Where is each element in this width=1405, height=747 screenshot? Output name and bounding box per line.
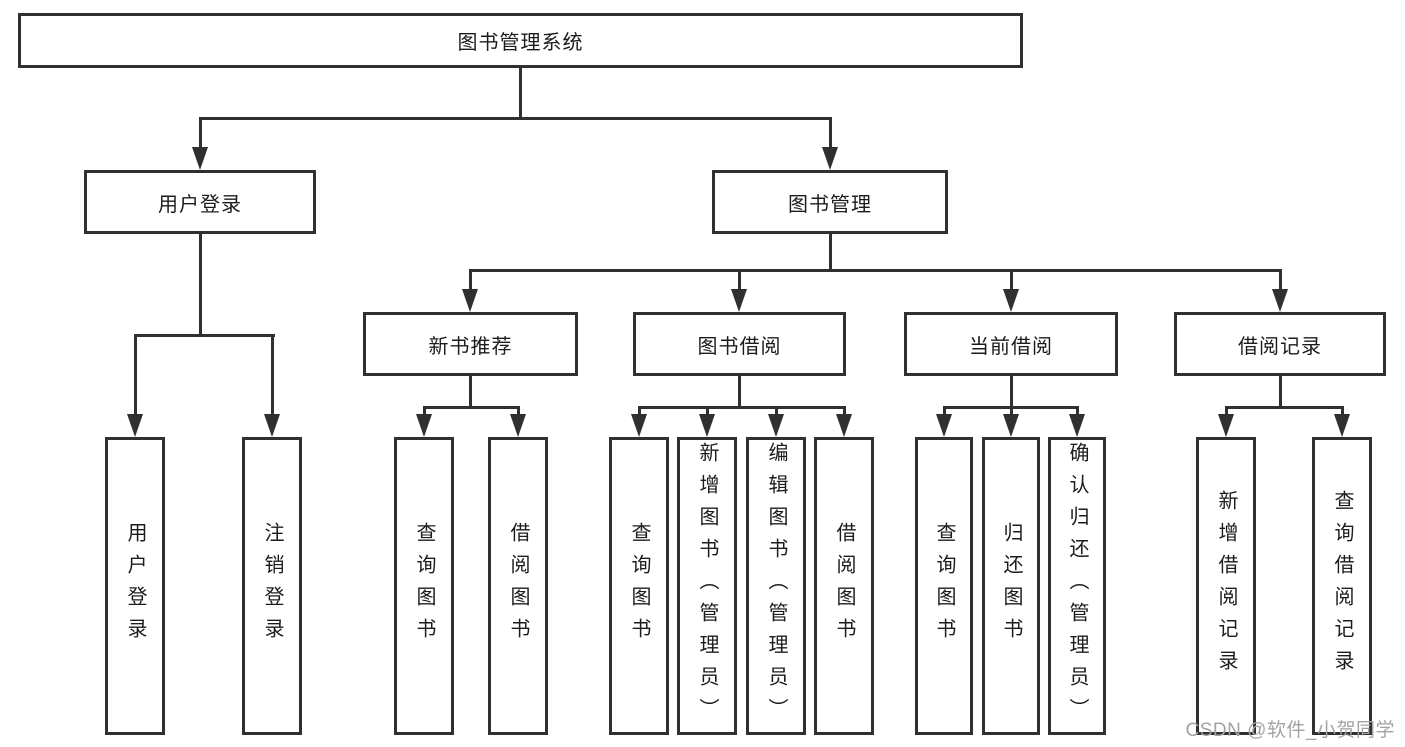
leaf-label: 新增借阅记录 (1215, 490, 1237, 682)
leaf-label: 编辑图书（管理员） (765, 442, 787, 730)
connector-root-vline (519, 68, 522, 120)
leaf-borrow-books-newbooks: 借阅图书 (488, 437, 548, 735)
connector-stem (423, 406, 426, 416)
leaf-confirm-return-admin: 确认归还（管理员） (1048, 437, 1106, 735)
connector-stem (271, 334, 274, 416)
connector-stem (199, 117, 202, 150)
leaf-add-borrow-record: 新增借阅记录 (1196, 437, 1256, 735)
leaf-label: 借阅图书 (507, 522, 529, 650)
connector-stem (1341, 406, 1344, 416)
arrowhead-down-icon (416, 414, 432, 437)
connector-stem (829, 117, 832, 150)
leaf-label: 查询图书 (628, 522, 650, 650)
node-new-books-label: 新书推荐 (428, 335, 513, 358)
leaf-edit-books-admin: 编辑图书（管理员） (746, 437, 806, 735)
leaf-borrow-books-borrow: 借阅图书 (814, 437, 874, 735)
arrowhead-down-icon (1003, 414, 1019, 437)
node-current-borrow: 当前借阅 (904, 312, 1118, 376)
connector-hline (638, 406, 845, 409)
arrowhead-down-icon (631, 414, 647, 437)
arrowhead-down-icon (192, 147, 208, 170)
leaf-label: 用户登录 (124, 522, 146, 650)
leaf-label: 借阅图书 (833, 522, 855, 650)
connector-stem (1076, 406, 1079, 416)
leaf-query-borrow-record: 查询借阅记录 (1312, 437, 1372, 735)
leaf-label: 归还图书 (1000, 522, 1022, 650)
arrowhead-down-icon (1218, 414, 1234, 437)
arrowhead-down-icon (1272, 289, 1288, 312)
connector-stem (1225, 406, 1228, 416)
connector-stem (775, 406, 778, 416)
arrowhead-down-icon (1334, 414, 1350, 437)
connector-stem (706, 406, 709, 416)
connector-stem (843, 406, 846, 416)
leaf-label: 新增图书（管理员） (696, 442, 718, 730)
connector-vline (829, 234, 832, 272)
connector-stem (1279, 269, 1282, 294)
connector-vline (738, 376, 741, 409)
arrowhead-down-icon (127, 414, 143, 437)
node-book-borrow: 图书借阅 (633, 312, 846, 376)
leaf-label: 查询图书 (413, 522, 435, 650)
node-book-management-label: 图书管理 (788, 193, 872, 216)
connector-stem (1010, 269, 1013, 294)
leaf-query-books-current: 查询图书 (915, 437, 973, 735)
arrowhead-down-icon (264, 414, 280, 437)
arrowhead-down-icon (822, 147, 838, 170)
connector-stem (738, 269, 741, 294)
connector-hline (469, 269, 1282, 272)
leaf-user-login: 用户登录 (105, 437, 165, 735)
node-user-login: 用户登录 (84, 170, 316, 234)
connector-vline (199, 234, 202, 336)
leaf-label: 查询图书 (933, 522, 955, 650)
arrowhead-down-icon (768, 414, 784, 437)
leaf-return-books: 归还图书 (982, 437, 1040, 735)
leaf-label: 确认归还（管理员） (1066, 442, 1088, 730)
csdn-watermark: CSDN @软件_小贺同学 (1185, 720, 1395, 741)
arrowhead-down-icon (836, 414, 852, 437)
connector-root-hline (199, 117, 832, 120)
arrowhead-down-icon (936, 414, 952, 437)
node-book-management: 图书管理 (712, 170, 948, 234)
connector-vline (469, 376, 472, 409)
connector-stem (517, 406, 520, 416)
arrowhead-down-icon (510, 414, 526, 437)
connector-stem (134, 334, 137, 416)
arrowhead-down-icon (1003, 289, 1019, 312)
node-current-borrow-label: 当前借阅 (969, 335, 1053, 358)
connector-hline (423, 406, 519, 409)
arrowhead-down-icon (1069, 414, 1085, 437)
node-root: 图书管理系统 (18, 13, 1023, 68)
arrowhead-down-icon (731, 289, 747, 312)
node-borrow-records-label: 借阅记录 (1238, 335, 1322, 358)
leaf-label: 注销登录 (261, 522, 283, 650)
node-book-borrow-label: 图书借阅 (697, 335, 782, 358)
node-root-label: 图书管理系统 (457, 32, 584, 54)
node-new-books: 新书推荐 (363, 312, 578, 376)
arrowhead-down-icon (462, 289, 478, 312)
node-user-login-label: 用户登录 (158, 193, 242, 216)
leaf-query-books-newbooks: 查询图书 (394, 437, 454, 735)
node-borrow-records: 借阅记录 (1174, 312, 1386, 376)
connector-hline (134, 334, 275, 337)
leaf-logout: 注销登录 (242, 437, 302, 735)
leaf-label: 查询借阅记录 (1331, 490, 1353, 682)
connector-stem (1010, 406, 1013, 416)
connector-stem (469, 269, 472, 294)
arrowhead-down-icon (699, 414, 715, 437)
leaf-query-books-borrow: 查询图书 (609, 437, 669, 735)
connector-stem (638, 406, 641, 416)
leaf-add-books-admin: 新增图书（管理员） (677, 437, 737, 735)
connector-hline (1225, 406, 1343, 409)
connector-vline (1010, 376, 1013, 409)
connector-vline (1279, 376, 1282, 409)
connector-stem (943, 406, 946, 416)
